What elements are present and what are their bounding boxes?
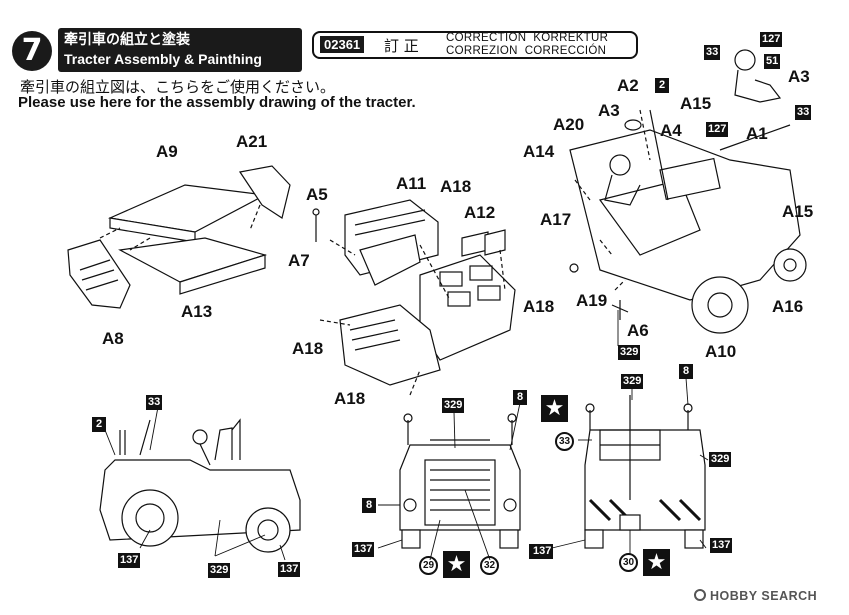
- paint-code-33: 33: [704, 45, 721, 60]
- instruction-note-en: Please use here for the assembly drawing…: [18, 94, 416, 111]
- part-label-a10: A10: [705, 342, 737, 361]
- paint-code-137: 137: [118, 553, 141, 568]
- part-label-a15-right: A15: [782, 202, 814, 221]
- part-label-a19: A19: [576, 291, 608, 310]
- paint-code-8: 8: [679, 364, 693, 379]
- paint-code-32: 32: [480, 556, 499, 575]
- part-label-a16: A16: [772, 297, 804, 316]
- part-label-a14: A14: [523, 142, 555, 161]
- paint-code-30: 30: [619, 553, 638, 572]
- tractor-front-view: [399, 413, 521, 549]
- paint-code-329: 329: [618, 345, 641, 360]
- paint-code-8: 8: [362, 498, 376, 513]
- paint-code-8: 8: [513, 390, 527, 405]
- part-label-a17: A17: [540, 210, 572, 229]
- part-label-a20: A20: [553, 115, 585, 134]
- paint-code-137: 137: [531, 544, 554, 559]
- star-marking-icon: ★: [643, 549, 670, 576]
- part-label-a18-bottom: A18: [334, 389, 366, 408]
- part-label-a21: A21: [236, 132, 268, 151]
- correction-code: 02361: [320, 36, 365, 53]
- part-label-a5: A5: [306, 185, 328, 204]
- part-label-a9: A9: [156, 142, 178, 161]
- star-marking-icon: ★: [443, 551, 470, 578]
- paint-code-329: 329: [709, 452, 732, 467]
- part-label-a3-right: A3: [788, 67, 810, 86]
- part-label-a7: A7: [288, 251, 310, 270]
- part-label-a11: A11: [396, 174, 427, 193]
- part-label-a1: A1: [746, 124, 768, 143]
- correction-words: CORRECTION KORREKTUR CORREZION CORRECCIÓ…: [446, 32, 608, 58]
- instruction-note-jp: 牽引車の組立図は、こちらをご使用ください。: [20, 78, 336, 96]
- part-label-a4: A4: [660, 121, 682, 140]
- star-marking-icon: ★: [541, 395, 568, 422]
- part-label-a18-top: A18: [440, 177, 472, 196]
- paint-code-29: 29: [419, 556, 438, 575]
- paint-code-137: 137: [278, 562, 301, 577]
- paint-code-33: 33: [555, 432, 574, 451]
- correction-notice: 02361 訂 正 CORRECTION KORREKTUR CORREZION…: [312, 31, 638, 59]
- part-label-a18-left: A18: [292, 339, 324, 358]
- step-title-jp: 牽引車の組立と塗装: [64, 32, 190, 48]
- correction-line-2: CORREZION CORRECCIÓN: [446, 45, 607, 57]
- part-label-a8: A8: [102, 329, 124, 348]
- part-label-a15-top: A15: [680, 94, 712, 113]
- paint-code-137: 137: [710, 538, 733, 553]
- step-title-en: Tracter Assembly & Painthing: [64, 51, 262, 67]
- step-number-badge: 7: [12, 31, 52, 71]
- paint-code-329: 329: [442, 398, 465, 413]
- hood-assembly-drawing: [67, 165, 291, 309]
- part-label-a2: A2: [617, 76, 639, 95]
- body-tub-drawing: [312, 199, 516, 396]
- paint-code-33: 33: [146, 395, 163, 410]
- watermark-text: HOBBY SEARCH: [710, 589, 818, 603]
- step-title-banner: 牽引車の組立と塗装 Tracter Assembly & Painthing: [58, 28, 302, 72]
- part-label-a18-right: A18: [523, 297, 555, 316]
- part-label-a3-left: A3: [598, 101, 620, 120]
- leader-lines: [104, 310, 709, 561]
- hobby-search-logo-icon: [694, 589, 706, 601]
- watermark: HOBBY SEARCH: [694, 589, 817, 603]
- paint-code-127: 127: [760, 32, 783, 47]
- paint-code-137: 137: [352, 542, 375, 557]
- tractor-rear-view: [584, 395, 706, 549]
- correction-line-1: CORRECTION KORREKTUR: [446, 32, 609, 44]
- correction-jp: 訂 正: [384, 37, 419, 55]
- part-label-a12: A12: [464, 203, 496, 222]
- paint-code-127: 127: [706, 122, 729, 137]
- paint-code-2: 2: [92, 417, 106, 432]
- part-label-a13: A13: [181, 302, 213, 321]
- tractor-side-view: [99, 418, 301, 553]
- tractor-iso-drawing: [569, 49, 807, 334]
- paint-code-329: 329: [208, 563, 231, 578]
- part-label-a6: A6: [627, 321, 649, 340]
- paint-code-329: 329: [621, 374, 644, 389]
- paint-code-51: 51: [764, 54, 781, 69]
- paint-code-33: 33: [795, 105, 812, 120]
- paint-code-2: 2: [655, 78, 669, 93]
